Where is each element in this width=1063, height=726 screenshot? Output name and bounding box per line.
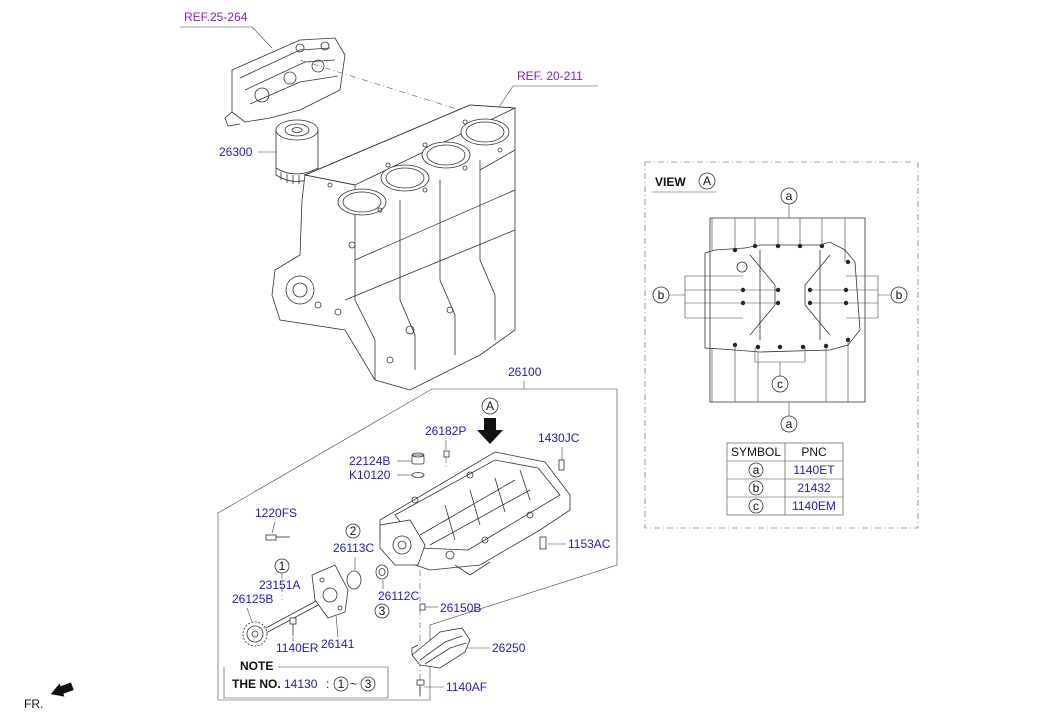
part-label-26182p[interactable]: 26182P <box>425 424 466 438</box>
table-header-symbol: SYMBOL <box>731 445 781 459</box>
table-row-3-pnc: 1140EM <box>792 499 836 513</box>
bolt-1140af-drawing <box>416 679 425 696</box>
callout-c: c <box>771 375 789 393</box>
seal-26112c-drawing <box>375 564 389 580</box>
pump-cover-26141-drawing <box>311 564 349 619</box>
engine-block-drawing <box>271 104 517 391</box>
table-row-2-symbol: b <box>753 481 760 495</box>
part-label-1430jc[interactable]: 1430JC <box>538 431 580 445</box>
gasket-26113c-drawing <box>346 570 362 590</box>
note-number: 14130 <box>284 677 318 691</box>
note-box: NOTE THE NO. 14130 : 1 ~ 3 <box>223 659 389 699</box>
note-range-end: 3 <box>365 677 372 691</box>
callout-b-right-text: b <box>896 288 903 302</box>
view-title: VIEW <box>655 175 686 189</box>
part-label-26150b[interactable]: 26150B <box>440 601 481 615</box>
part-label-22124b[interactable]: 22124B <box>349 454 390 468</box>
note-range-tilde: ~ <box>350 677 357 691</box>
oil-filter-housing-drawing <box>224 37 346 127</box>
front-direction-indicator: FR. <box>24 682 74 711</box>
oil-pan-drawing <box>379 451 571 576</box>
part-label-23151a[interactable]: 23151A <box>259 578 300 592</box>
callout-one-text: 1 <box>279 559 286 573</box>
bolt-1140er-drawing <box>289 617 297 636</box>
part-label-1220fs[interactable]: 1220FS <box>255 506 297 520</box>
pump-gear-drawing <box>242 621 268 647</box>
callout-b-right: b <box>890 286 908 304</box>
symbol-pnc-table: SYMBOL PNC a 1140ET b 21432 c 1140EM <box>726 442 844 516</box>
callout-b-left: b <box>652 286 670 304</box>
oil-pan-assembly-frame <box>217 388 618 701</box>
view-a-arrow-letter: A <box>486 399 494 413</box>
table-row-2-pnc: 21432 <box>797 481 831 495</box>
callout-c-text: c <box>777 377 783 391</box>
callout-three-mid: 3 <box>374 603 390 619</box>
table-row-1-symbol: a <box>753 463 760 477</box>
view-a-panel: VIEW A <box>644 161 919 529</box>
ref-label-20-211[interactable]: REF. 20-211 <box>517 69 583 83</box>
part-label-26113c[interactable]: 26113C <box>333 541 374 555</box>
callout-a-bottom-text: a <box>786 417 793 431</box>
ref-cylinder-head[interactable]: REF. 20-211 <box>496 69 598 111</box>
callout-two: 2 <box>345 523 361 539</box>
strainer-26250-drawing <box>411 627 471 669</box>
part-label-1140er[interactable]: 1140ER <box>276 641 319 655</box>
callout-a-top-text: a <box>786 189 793 203</box>
part-label-26250[interactable]: 26250 <box>492 641 526 655</box>
table-header-pnc: PNC <box>801 445 827 459</box>
part-label-26100[interactable]: 26100 <box>508 365 542 379</box>
part-label-26300[interactable]: 26300 <box>219 145 253 159</box>
callout-one: 1 <box>274 558 290 574</box>
view-circle-letter: A <box>703 174 711 188</box>
callout-two-text: 2 <box>350 524 357 538</box>
note-range-start: 1 <box>338 677 345 691</box>
callout-b-left-text: b <box>658 288 665 302</box>
part-label-k10120[interactable]: K10120 <box>349 468 391 482</box>
part-label-1140af[interactable]: 1140AF <box>446 680 487 694</box>
note-title: NOTE <box>240 659 273 673</box>
note-range-sep: : <box>326 677 329 691</box>
table-row-3-symbol: c <box>753 499 759 513</box>
callout-three-mid-text: 3 <box>379 604 386 618</box>
part-label-1153ac[interactable]: 1153AC <box>568 537 611 551</box>
bolt-1220fs-drawing <box>265 534 290 541</box>
cap-and-oring-drawing <box>411 452 425 478</box>
front-label: FR. <box>24 697 43 711</box>
part-label-26141[interactable]: 26141 <box>321 637 355 651</box>
view-a-arrow: A <box>477 397 503 444</box>
part-label-26125b[interactable]: 26125B <box>232 592 273 606</box>
note-prefix: THE NO. <box>232 677 281 691</box>
part-label-26112c[interactable]: 26112C <box>378 589 419 603</box>
table-row-1-pnc: 1140ET <box>793 463 835 477</box>
callout-a-top: a <box>780 187 798 205</box>
callout-a-bottom: a <box>780 402 798 433</box>
ref-label-25-264[interactable]: REF.25-264 <box>184 10 248 24</box>
ref-oil-filter-housing[interactable]: REF.25-264 <box>180 10 273 49</box>
